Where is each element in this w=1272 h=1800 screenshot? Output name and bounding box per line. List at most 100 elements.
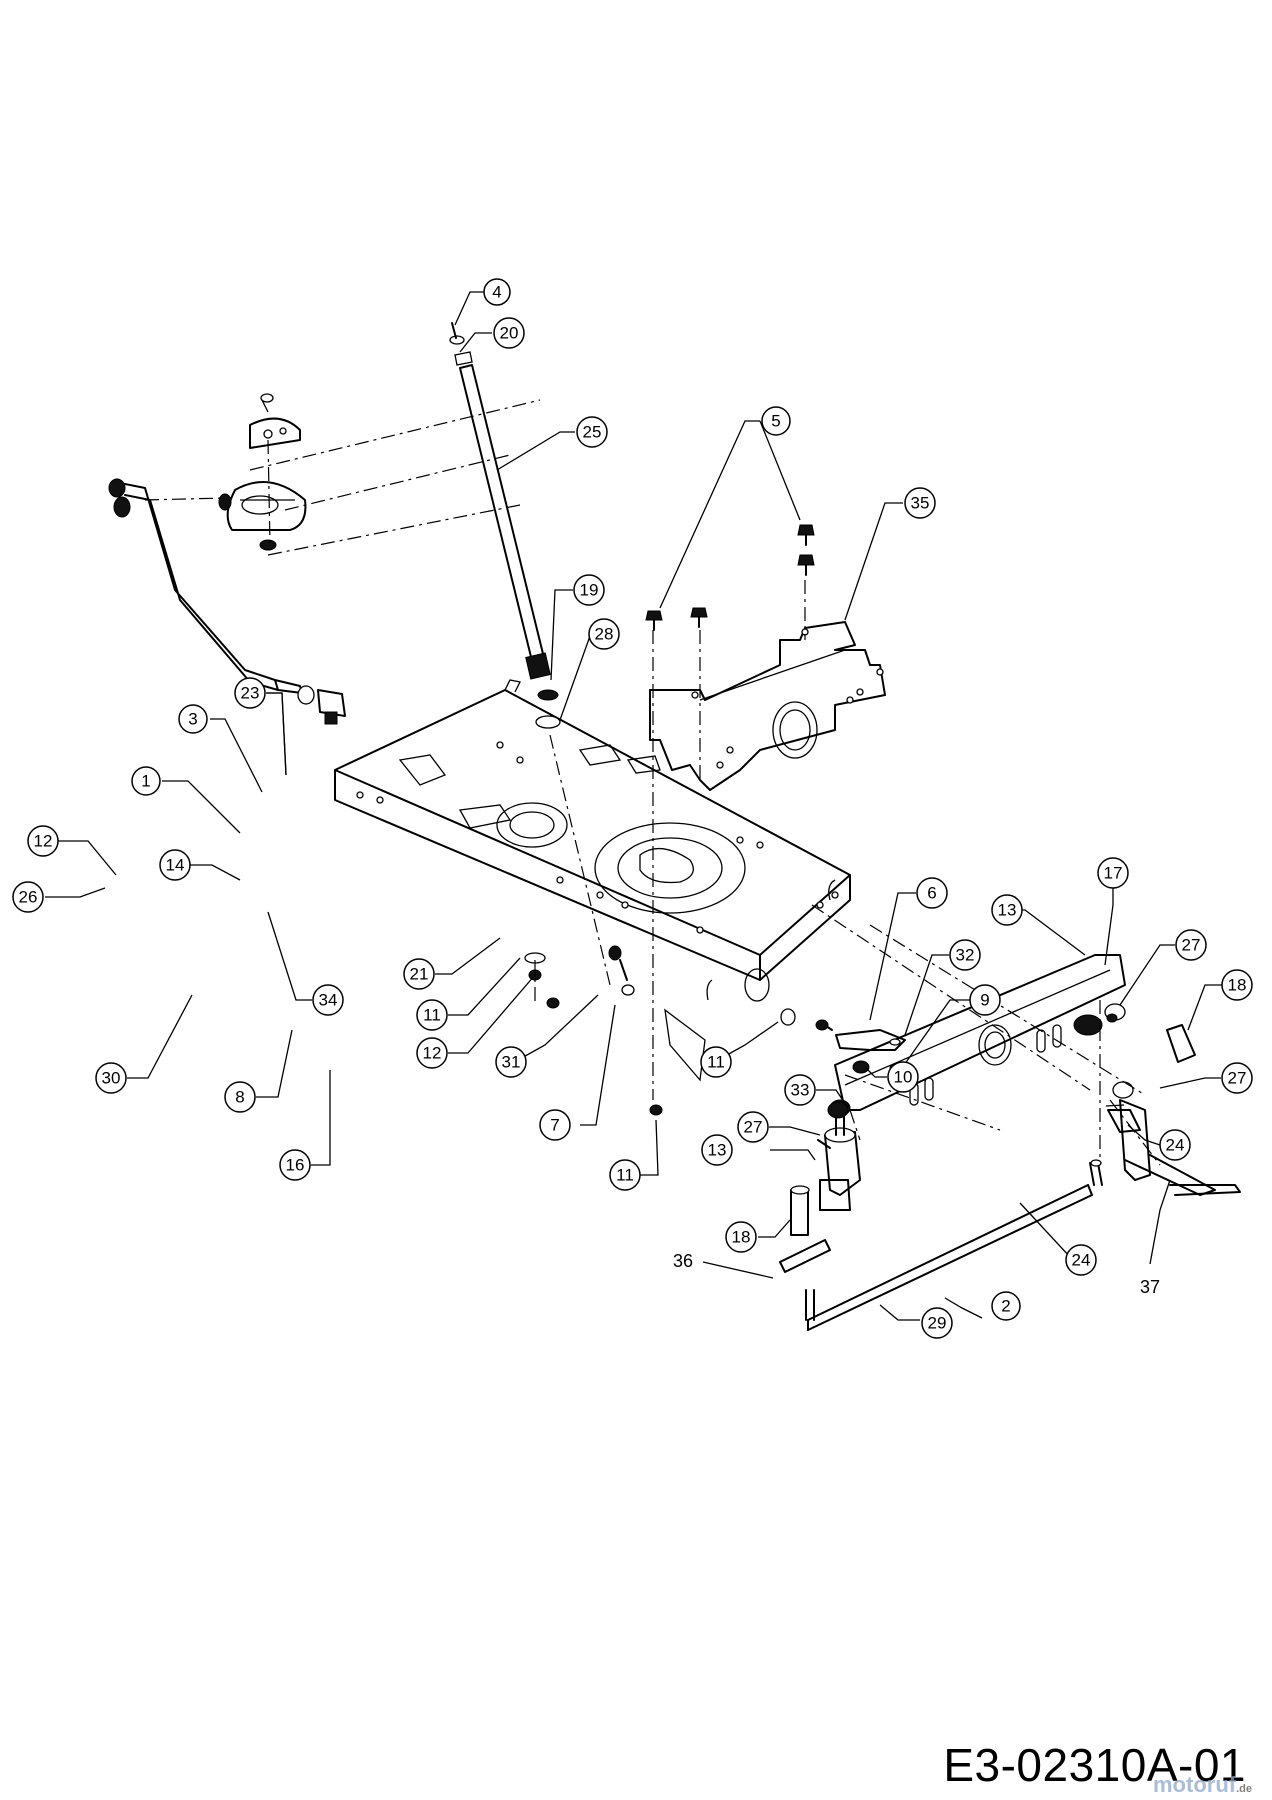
callout-label: 12: [34, 832, 53, 851]
callout-label: 27: [744, 1118, 763, 1137]
callout-label: 2: [1001, 1297, 1010, 1316]
callout-29: 29: [921, 1307, 953, 1339]
callout-7: 7: [539, 1109, 571, 1141]
spindle-right: [1073, 1003, 1241, 1196]
callout-6: 6: [916, 877, 948, 909]
callout-label: 14: [166, 856, 185, 875]
callout-label: 23: [241, 684, 260, 703]
callout-3: 3: [178, 704, 208, 734]
callout-36: 36: [673, 1251, 693, 1271]
callout-12-left: 12: [27, 825, 59, 857]
tie-rod: [805, 1159, 1103, 1331]
assembly-lines: [144, 399, 1161, 1166]
watermark-brand: motoruf: [1153, 1772, 1237, 1797]
callout-label: 35: [911, 494, 930, 513]
callout-label: 37: [1140, 1277, 1160, 1297]
callout-label: 20: [500, 324, 519, 343]
callout-32: 32: [949, 939, 981, 971]
callout-31: 31: [495, 1046, 527, 1078]
callout-34: 34: [312, 984, 344, 1016]
callout-label: 12: [423, 1044, 442, 1063]
callout-25: 25: [576, 416, 608, 448]
callout-label: 18: [1228, 976, 1247, 995]
callout-11-c: 11: [700, 1046, 732, 1078]
callout-33: 33: [784, 1074, 816, 1106]
callout-label: 4: [492, 283, 501, 302]
callout-label: 28: [595, 625, 614, 644]
callout-27-c: 27: [737, 1111, 769, 1143]
callout-label: 27: [1228, 1069, 1247, 1088]
callout-label: 6: [927, 884, 936, 903]
callout-20: 20: [493, 317, 525, 349]
callout-label: 26: [19, 888, 38, 907]
callout-label: 17: [1104, 864, 1123, 883]
callout-18-b: 18: [725, 1221, 757, 1253]
callout-label: 8: [235, 1088, 244, 1107]
callout-label: 9: [980, 991, 989, 1010]
callout-13-b: 13: [701, 1134, 733, 1166]
steering-shaft: [449, 322, 561, 729]
callout-label: 11: [707, 1053, 725, 1072]
callout-label: 11: [616, 1166, 634, 1185]
dash-support-bracket: [649, 621, 886, 791]
callout-label: 34: [319, 991, 338, 1010]
callout-19: 19: [573, 574, 605, 606]
drag-link: [108, 478, 346, 725]
callout-12-b: 12: [416, 1037, 448, 1069]
callout-label: 21: [410, 965, 429, 984]
callout-label: 13: [998, 901, 1017, 920]
callout-label: 10: [894, 1068, 913, 1087]
callout-label: 5: [771, 412, 780, 431]
callout-8: 8: [224, 1081, 256, 1113]
callout-label: 30: [102, 1069, 121, 1088]
callout-label: 29: [928, 1314, 947, 1333]
diagram-code: E3-02310A-01: [943, 1739, 1246, 1791]
callout-label: 33: [791, 1081, 810, 1100]
watermark-suffix: .de: [1236, 1783, 1252, 1795]
callout-label: 1: [141, 772, 150, 791]
callout-label: 11: [423, 1006, 441, 1025]
callout-label: 24: [1072, 1251, 1091, 1270]
callout-label: 24: [1166, 1136, 1185, 1155]
callout-4: 4: [483, 278, 511, 306]
callout-13-a: 13: [991, 894, 1023, 926]
callout-5: 5: [761, 406, 791, 436]
watermark-logo: motoruf.de: [1153, 1772, 1252, 1798]
chassis-frame: [334, 679, 851, 1082]
callout-label: 3: [188, 710, 197, 729]
callout-35: 35: [904, 487, 936, 519]
callout-28: 28: [588, 618, 620, 650]
callout-27-b: 27: [1221, 1062, 1253, 1094]
callout-24-b: 24: [1065, 1244, 1097, 1276]
callout-10: 10: [887, 1061, 919, 1093]
spindle-left: [779, 1099, 861, 1273]
callout-23: 23: [234, 677, 266, 709]
callout-17: 17: [1097, 857, 1129, 889]
callout-21: 21: [403, 958, 435, 990]
callout-24-a: 24: [1159, 1129, 1191, 1161]
callout-label: 13: [708, 1141, 727, 1160]
callout-label: 18: [732, 1228, 751, 1247]
callout-11-a: 11: [416, 999, 448, 1031]
callout-2: 2: [991, 1291, 1021, 1321]
callout-label: 31: [502, 1053, 521, 1072]
callout-18-a: 18: [1221, 969, 1253, 1001]
callout-label: 36: [673, 1251, 693, 1271]
callout-26: 26: [12, 881, 44, 913]
callout-label: 32: [956, 946, 975, 965]
callout-9: 9: [969, 984, 1001, 1016]
callout-16: 16: [279, 1149, 311, 1181]
callout-label: 25: [583, 423, 602, 442]
sector-gear: [218, 393, 307, 551]
callout-27-a: 27: [1175, 929, 1207, 961]
callout-label: 27: [1182, 936, 1201, 955]
callout-1: 1: [131, 766, 161, 796]
callout-label: 16: [286, 1156, 305, 1175]
callout-37: 37: [1140, 1277, 1160, 1297]
callout-11-b: 11: [609, 1159, 641, 1191]
callout-label: 19: [580, 581, 599, 600]
callout-label: 7: [550, 1116, 559, 1135]
front-axle: [834, 954, 1126, 1111]
callout-30: 30: [95, 1062, 127, 1094]
